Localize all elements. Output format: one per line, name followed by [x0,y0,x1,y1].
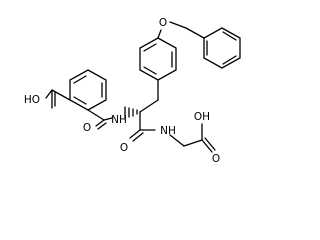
amide-nitrogen-2-label: N [160,125,168,137]
amide-oxygen-1-label: O [83,122,91,134]
phenylalanine-backbone [124,79,159,142]
ring-amide-linkage [87,109,113,130]
carboxylic-acid-oh-label: HO [24,94,40,106]
benzyl-phenyl-ring [203,27,241,69]
amide-oxygen-2-label: O [120,142,128,154]
benzyl-ether-linkage [157,21,205,39]
ring-carboxylic-acid [45,89,71,109]
tyrosine-phenyl-ring [139,37,177,81]
amide-hydrogen-1-label: H [119,114,127,126]
glycine-residue [169,123,216,153]
chemical-structure-diagram: O HO O N H O N H OH O [24,17,241,165]
amide-nitrogen-1-label: N [111,114,119,126]
ether-oxygen-label: O [159,17,167,29]
glycine-acid-oh-label: OH [194,111,210,123]
amide-hydrogen-2-label: H [168,125,176,137]
glycine-acid-oxygen-label: O [212,153,220,165]
phthalic-ring [69,69,107,111]
